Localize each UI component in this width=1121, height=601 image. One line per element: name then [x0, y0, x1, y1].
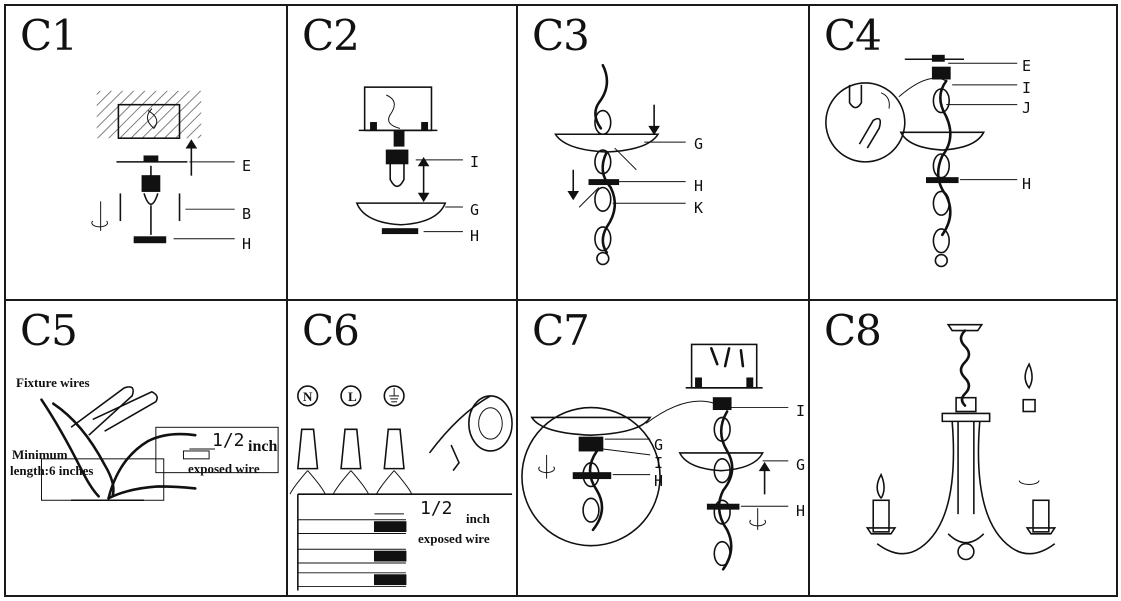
canopy-secure-illustration — [521, 343, 789, 571]
label-i: I — [796, 402, 806, 420]
exposed-wire-text: exposed wire — [418, 531, 490, 546]
chain-thread-illustration — [554, 63, 686, 266]
inch-text: inch — [248, 438, 278, 455]
panel-c7: C7 — [516, 299, 810, 597]
fraction-text: 1/2 — [420, 498, 453, 519]
canopy-raise-illustration — [825, 54, 1018, 268]
label-h: H — [470, 227, 480, 245]
canopy-attach-illustration — [355, 86, 463, 235]
panel-c5: C5 Fixture wires Minimum length:6 inches… — [4, 299, 288, 597]
label-g-inset: G — [654, 436, 664, 454]
label-j: J — [1022, 99, 1032, 117]
panel-title: C6 — [302, 306, 360, 355]
label-e: E — [1022, 57, 1032, 75]
panel-title: C3 — [532, 11, 590, 60]
label-i: I — [470, 153, 480, 171]
label-i-inset: I — [654, 454, 664, 472]
panel-c6: C6 — [286, 299, 518, 597]
panel-c2: C2 I G H — [286, 4, 518, 301]
exposed-wire-text: exposed wire — [188, 461, 260, 476]
length-text: length:6 inches — [10, 463, 94, 478]
label-h: H — [242, 235, 252, 253]
label-h-inset: H — [654, 472, 664, 490]
wire-connector-illustration — [289, 385, 513, 591]
label-b: B — [242, 205, 252, 223]
neutral-letter: N — [303, 389, 313, 404]
panel-title: C7 — [532, 306, 590, 355]
finished-chandelier-illustration — [865, 323, 1057, 561]
label-k: K — [694, 199, 704, 217]
panel-title: C1 — [20, 11, 78, 60]
panel-title: C5 — [20, 306, 78, 355]
fixture-wires-text: Fixture wires — [16, 375, 90, 390]
ceiling-mount-illustration — [91, 90, 235, 244]
fraction-text: 1/2 — [212, 430, 245, 451]
panel-title: C2 — [302, 11, 360, 60]
minimum-text: Minimum — [12, 447, 68, 462]
wire-strip-illustration — [40, 386, 279, 502]
live-letter: L — [348, 389, 357, 404]
panel-c1: C1 E B H — [4, 4, 288, 301]
label-e: E — [242, 157, 252, 175]
panel-c4: C4 E I J H — [808, 4, 1118, 301]
label-h: H — [1022, 175, 1032, 193]
panel-c8: C8 — [808, 299, 1118, 597]
label-g: G — [470, 201, 480, 219]
label-h: H — [694, 177, 704, 195]
panel-title: C4 — [824, 11, 882, 60]
inch-text: inch — [466, 511, 490, 526]
label-i: I — [1022, 79, 1032, 97]
label-h: H — [796, 502, 806, 520]
label-g: G — [694, 135, 704, 153]
panel-title: C8 — [824, 306, 882, 355]
panel-c3: C3 G H K — [516, 4, 810, 301]
label-g: G — [796, 456, 806, 474]
